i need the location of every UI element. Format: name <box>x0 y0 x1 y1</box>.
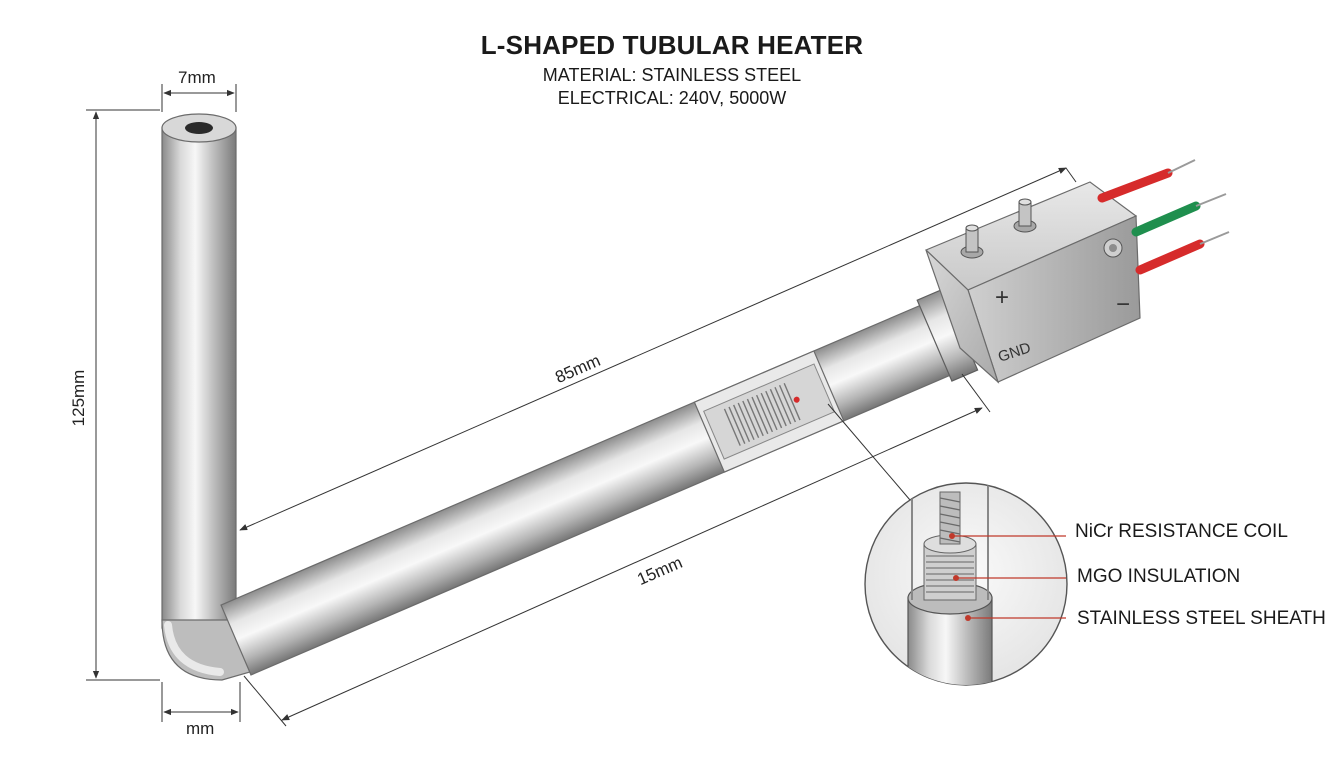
dim-horizontal-lower: 15mm <box>634 553 685 589</box>
diagram-title: L-SHAPED TUBULAR HEATER <box>480 30 864 60</box>
lead-wires <box>1097 159 1230 275</box>
minus-symbol: − <box>1116 291 1130 318</box>
electrical-spec: ELECTRICAL: 240V, 5000W <box>557 88 787 108</box>
vertical-tube-leg <box>161 127 237 629</box>
wire-red-bottom <box>1135 231 1230 275</box>
horizontal-tube-leg <box>220 288 979 676</box>
callout-nicr-coil: NiCr RESISTANCE COIL <box>1075 521 1288 542</box>
callout-steel-sheath: STAINLESS STEEL SHEATH <box>1077 608 1326 629</box>
wire-green <box>1131 193 1227 237</box>
cross-section-inset <box>864 482 1068 686</box>
ground-screw <box>1103 238 1123 258</box>
dim-bottom-width: mm <box>186 719 214 738</box>
callout-mgo-insulation: MGO INSULATION <box>1077 566 1240 587</box>
wire-red-top <box>1097 159 1196 203</box>
material-spec: MATERIAL: STAINLESS STEEL <box>542 65 802 85</box>
dimension-lines <box>86 84 1077 727</box>
inset-leader-line <box>827 403 911 501</box>
cutaway-window <box>693 350 845 473</box>
title-block: L-SHAPED TUBULAR HEATER MATERIAL: STAINL… <box>0 30 1344 109</box>
dim-tube-diameter: 7mm <box>178 68 216 87</box>
dim-vertical-height: 125mm <box>69 370 88 427</box>
plus-symbol: + <box>995 284 1009 311</box>
callout-lines <box>952 535 1066 619</box>
tube-top-opening <box>161 113 237 143</box>
